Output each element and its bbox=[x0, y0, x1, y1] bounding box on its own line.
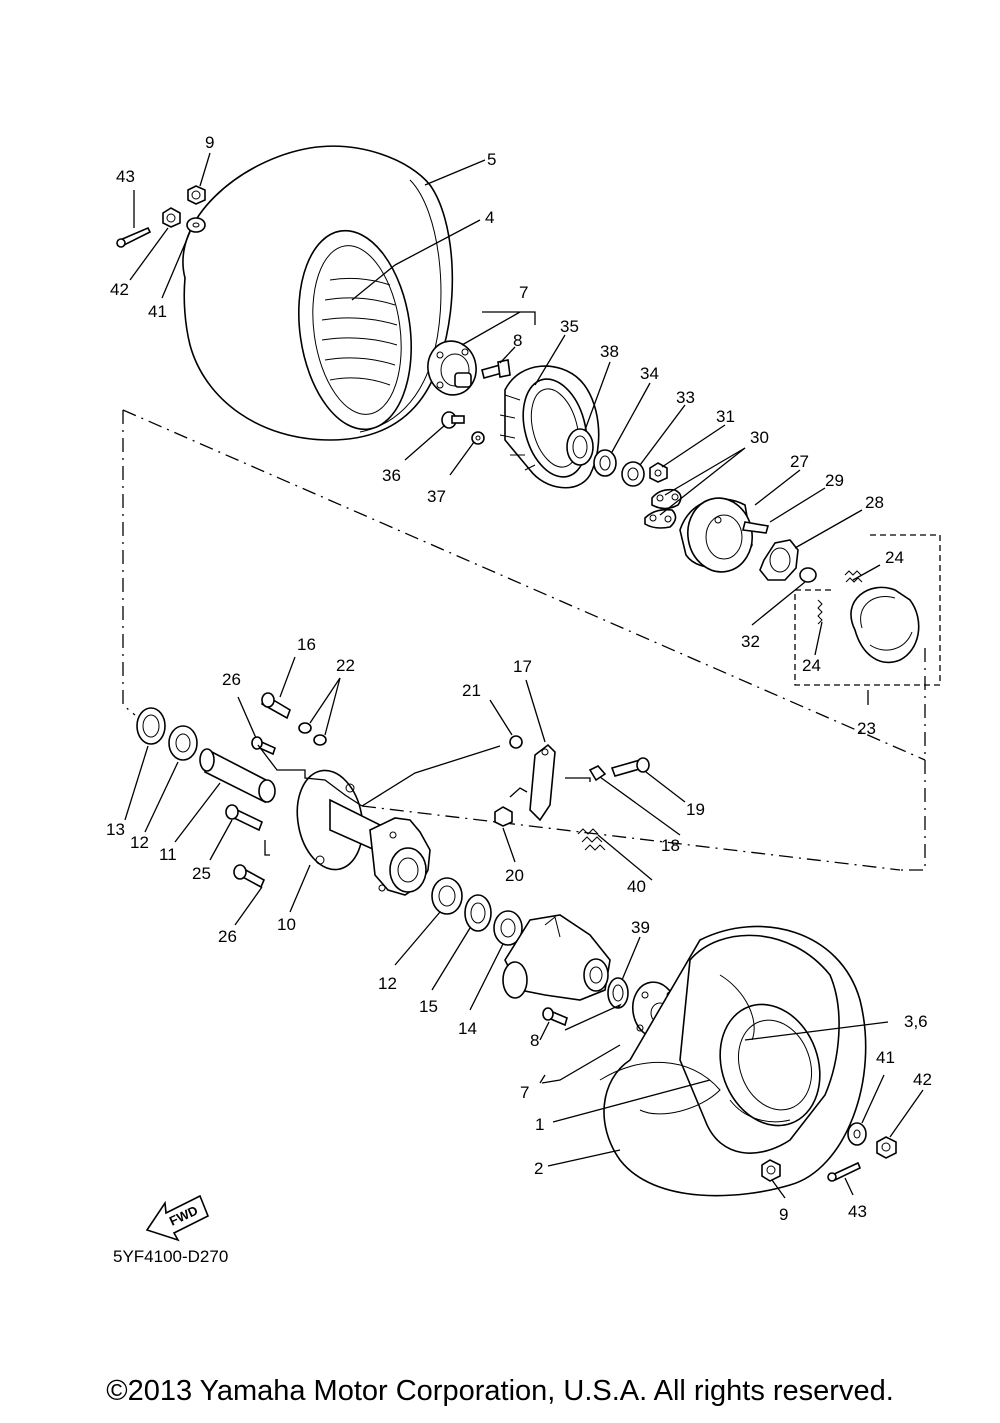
lower-tire-part bbox=[599, 925, 867, 1197]
label-8-top: 8 bbox=[513, 331, 522, 350]
label-22: 22 bbox=[336, 656, 355, 675]
upper-axle-hardware bbox=[116, 185, 206, 248]
part-number-labels: 43 9 5 4 42 41 7 8 35 38 34 33 31 30 27 … bbox=[106, 133, 932, 1266]
label-41-bottom: 41 bbox=[876, 1048, 895, 1067]
label-21: 21 bbox=[462, 681, 481, 700]
label-43-bottom: 43 bbox=[848, 1202, 867, 1221]
label-42-bottom: 42 bbox=[913, 1070, 932, 1089]
label-43-top: 43 bbox=[116, 167, 135, 186]
label-38: 38 bbox=[600, 342, 619, 361]
label-3-6: 3,6 bbox=[904, 1012, 928, 1031]
label-10: 10 bbox=[277, 915, 296, 934]
label-39: 39 bbox=[631, 918, 650, 937]
label-24-top: 24 bbox=[885, 548, 904, 567]
lower-bearings bbox=[431, 877, 523, 946]
upper-tire-part bbox=[182, 145, 454, 441]
label-18: 18 bbox=[661, 836, 680, 855]
label-2: 2 bbox=[534, 1159, 543, 1178]
label-14: 14 bbox=[458, 1019, 477, 1038]
label-16: 16 bbox=[297, 635, 316, 654]
label-13: 13 bbox=[106, 820, 125, 839]
label-32: 32 bbox=[741, 632, 760, 651]
label-29: 29 bbox=[825, 471, 844, 490]
label-7-top: 7 bbox=[519, 283, 528, 302]
label-20: 20 bbox=[505, 866, 524, 885]
label-9-bottom: 9 bbox=[779, 1205, 788, 1224]
label-25: 25 bbox=[192, 864, 211, 883]
label-41-top: 41 bbox=[148, 302, 167, 321]
axle-housing-10 bbox=[296, 769, 431, 896]
label-19: 19 bbox=[686, 800, 705, 819]
label-34: 34 bbox=[640, 364, 659, 383]
brake-shoe-assembly-23 bbox=[794, 534, 941, 686]
label-23: 23 bbox=[857, 719, 876, 738]
leader-lines bbox=[124, 152, 924, 1199]
label-37: 37 bbox=[427, 487, 446, 506]
label-26-top: 26 bbox=[222, 670, 241, 689]
label-12-bottom: 12 bbox=[378, 974, 397, 993]
label-31: 31 bbox=[716, 407, 735, 426]
copyright-notice: ©2013 Yamaha Motor Corporation, U.S.A. A… bbox=[106, 1375, 894, 1407]
label-33: 33 bbox=[676, 388, 695, 407]
drawing-code: 5YF4100-D270 bbox=[113, 1247, 228, 1266]
label-8-bottom: 8 bbox=[530, 1031, 539, 1050]
label-24-bottom: 24 bbox=[802, 656, 821, 675]
upper-bearings bbox=[566, 428, 668, 487]
fwd-arrow-icon: FWD bbox=[145, 1194, 210, 1242]
label-7-bottom: 7 bbox=[520, 1083, 529, 1102]
final-gear-case bbox=[502, 914, 611, 1001]
label-27: 27 bbox=[790, 452, 809, 471]
label-35: 35 bbox=[560, 317, 579, 336]
label-5: 5 bbox=[487, 150, 496, 169]
brake-cover-35 bbox=[499, 365, 600, 489]
label-4: 4 bbox=[485, 208, 494, 227]
axle-sleeve-11 bbox=[199, 748, 276, 804]
label-28: 28 bbox=[865, 493, 884, 512]
label-15: 15 bbox=[419, 997, 438, 1016]
upper-hub-plate bbox=[427, 340, 511, 396]
label-40: 40 bbox=[627, 877, 646, 896]
label-17: 17 bbox=[513, 657, 532, 676]
label-12-top: 12 bbox=[130, 833, 149, 852]
label-30: 30 bbox=[750, 428, 769, 447]
label-9-top: 9 bbox=[205, 133, 214, 152]
lock-plates-30 bbox=[644, 488, 682, 529]
lower-axle-hardware bbox=[827, 1122, 897, 1182]
axle-seals-bearings bbox=[136, 707, 198, 761]
label-1: 1 bbox=[535, 1115, 544, 1134]
label-36: 36 bbox=[382, 466, 401, 485]
brake-arm-parts bbox=[494, 735, 650, 851]
label-11: 11 bbox=[159, 845, 177, 864]
upper-small-fasteners bbox=[441, 411, 485, 445]
label-26-bottom: 26 bbox=[218, 927, 237, 946]
bolts-16-22-26 bbox=[225, 692, 327, 889]
label-42-top: 42 bbox=[110, 280, 129, 299]
brake-drum-27 bbox=[679, 497, 817, 583]
